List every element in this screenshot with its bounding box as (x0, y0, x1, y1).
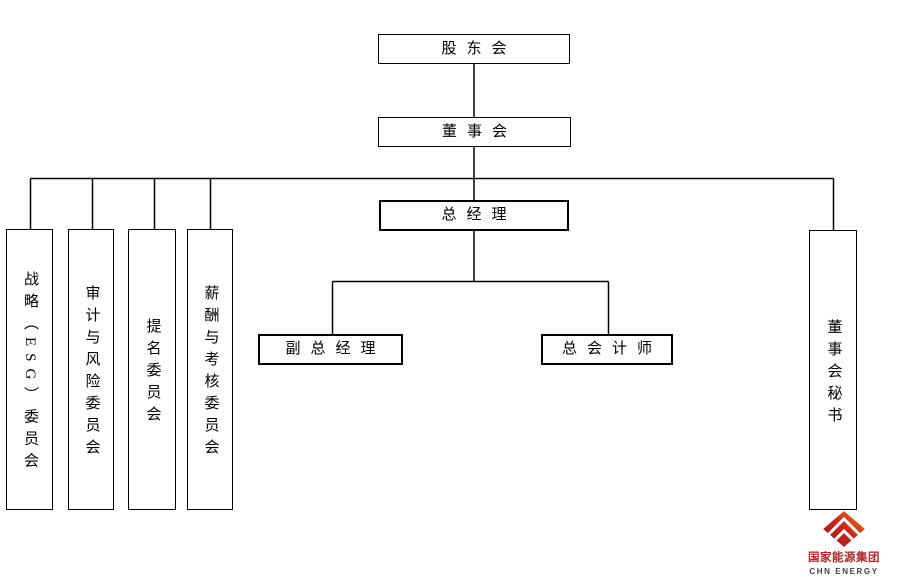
node-label: 股东会 (441, 40, 517, 57)
node-deputy-general-manager: 副总经理 (258, 334, 403, 365)
node-label: 董事会秘书 (825, 318, 842, 429)
node-label: 总会计师 (561, 341, 662, 357)
chn-energy-logo: 国家能源集团 CHN ENERGY (806, 510, 882, 576)
node-nomination-committee: 提名委员会 (128, 229, 176, 510)
node-audit-risk-committee: 审计与风险委员会 (68, 229, 114, 510)
node-chief-accountant: 总会计师 (541, 334, 673, 365)
node-label: 总经理 (441, 207, 517, 223)
logo-english-name: CHN ENERGY (809, 567, 879, 576)
chn-energy-logo-icon (823, 511, 865, 547)
node-label: 提名委员会 (144, 318, 161, 428)
node-remuneration-assessment-committee: 薪酬与考核委员会 (187, 229, 233, 510)
node-board-of-directors: 董事会 (378, 117, 571, 147)
node-shareholders-meeting: 股东会 (378, 34, 570, 64)
node-label: 副总经理 (285, 341, 386, 357)
node-strategy-esg-committee: 战略（ESG）委员会 (6, 229, 53, 510)
node-general-manager: 总经理 (379, 200, 569, 231)
node-label: 董事会 (441, 123, 517, 140)
node-label: 战略（ESG）委员会 (22, 271, 38, 475)
node-board-secretary: 董事会秘书 (809, 230, 857, 510)
node-label: 薪酬与考核委员会 (202, 285, 219, 461)
logo-chinese-name: 国家能源集团 (808, 552, 880, 564)
node-label: 审计与风险委员会 (83, 285, 100, 461)
